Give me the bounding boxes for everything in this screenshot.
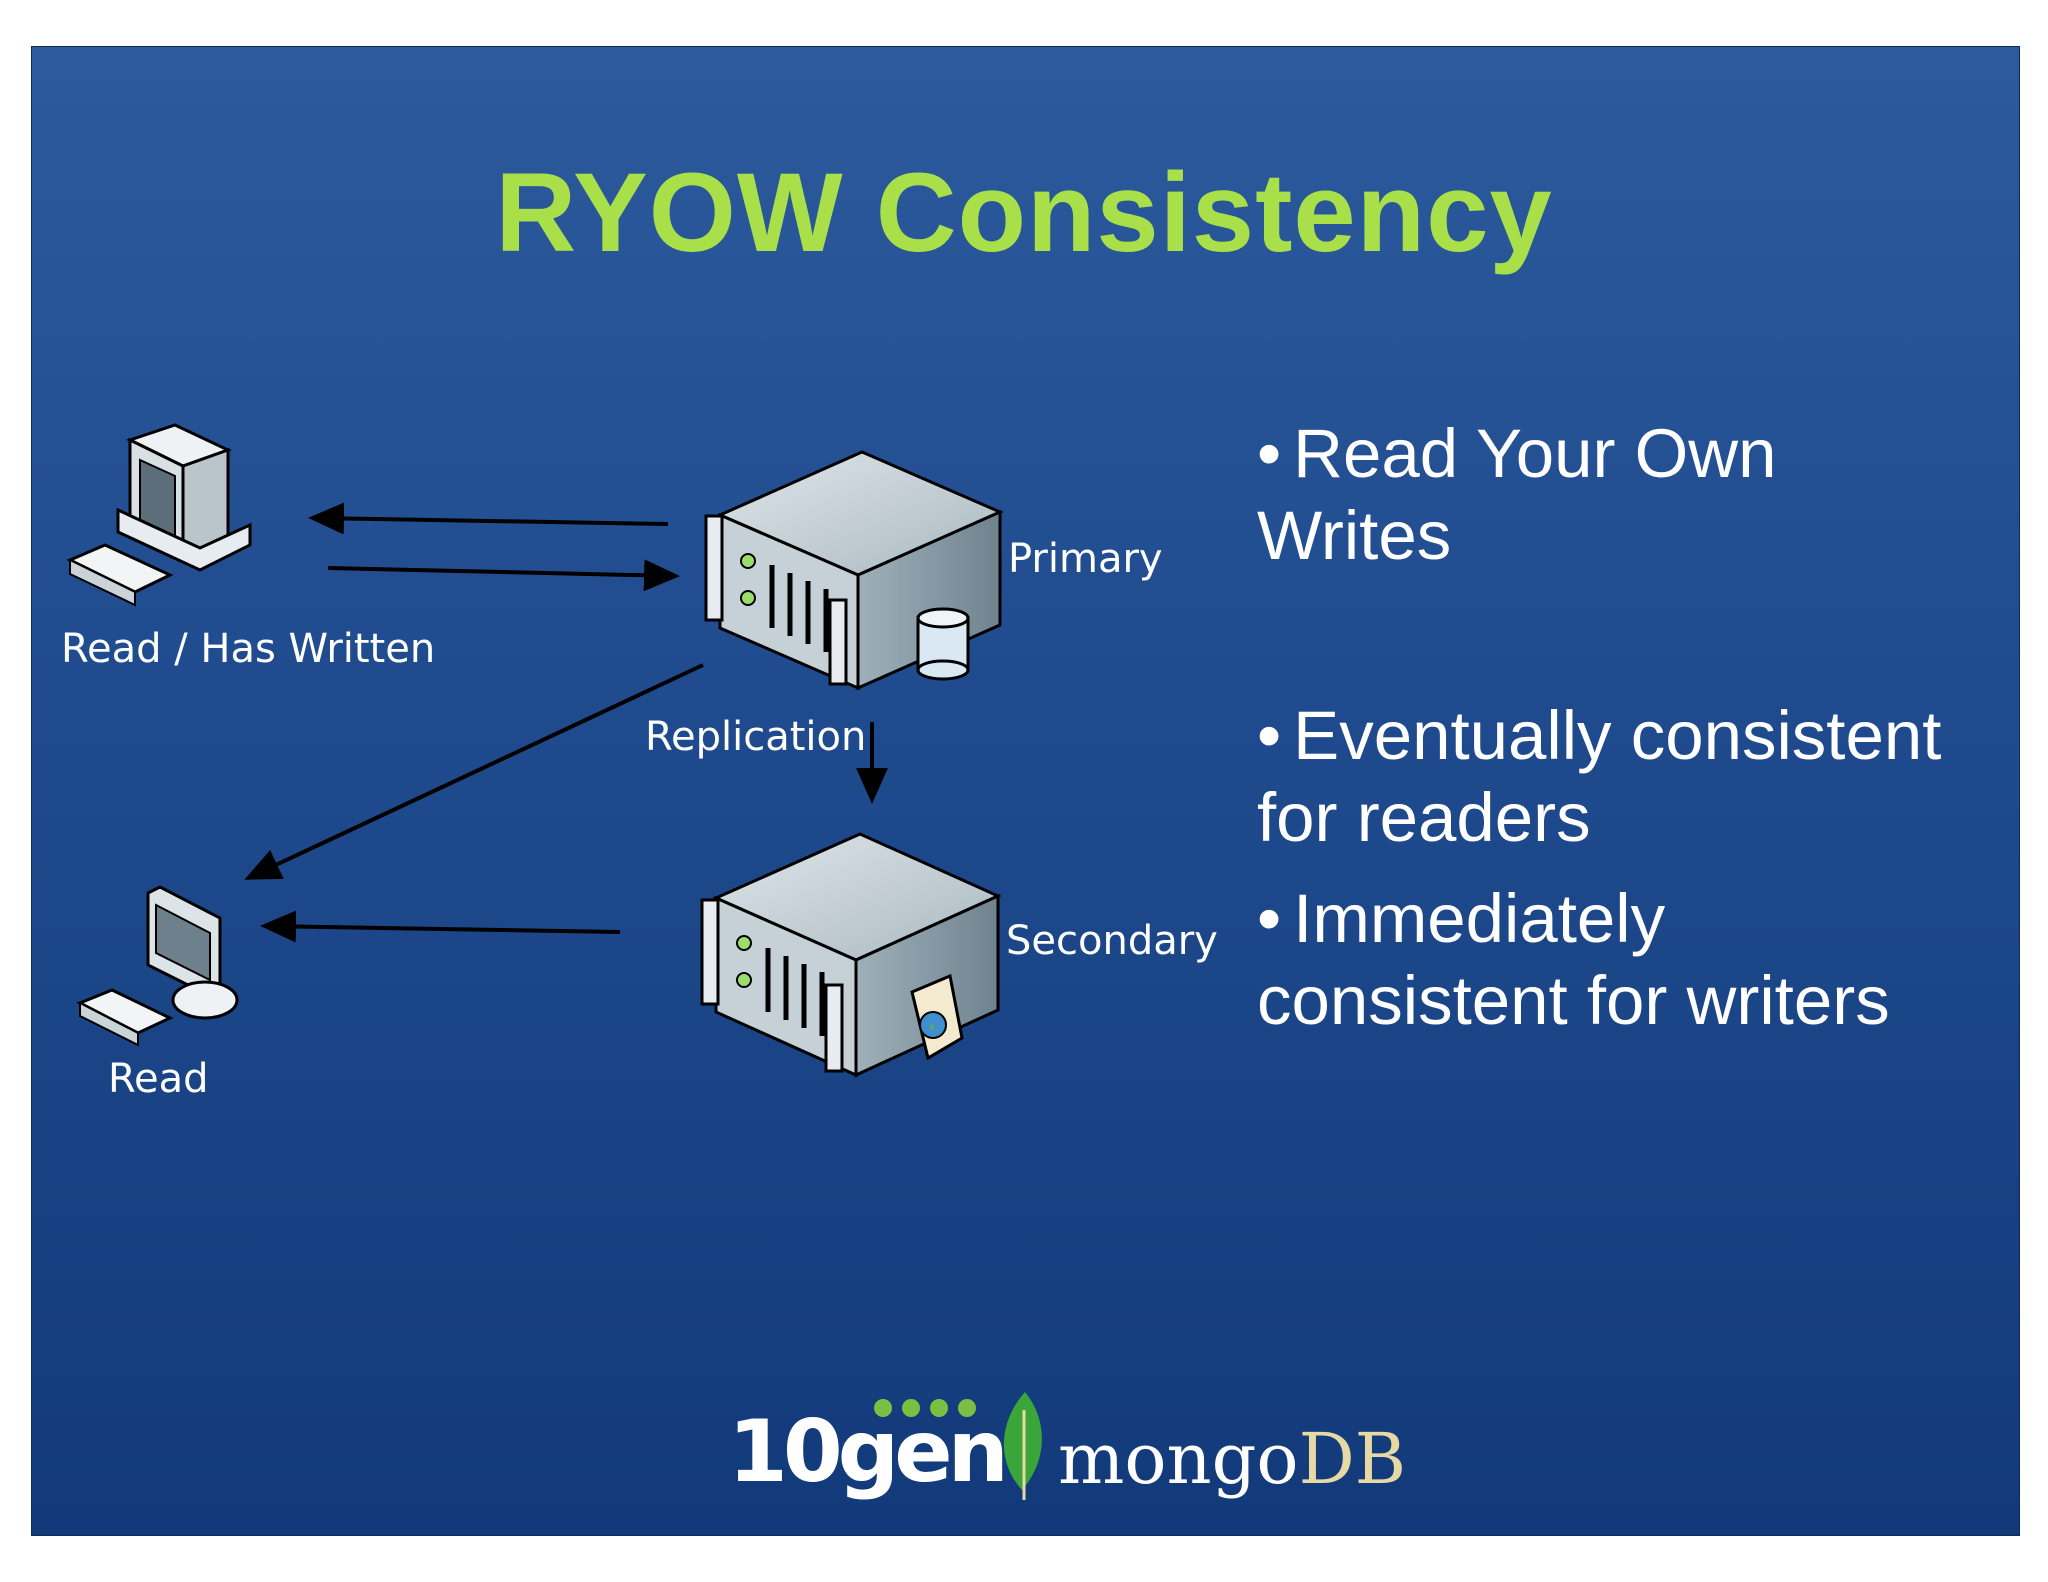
writer-client-label: Read / Has Written [61, 626, 436, 672]
arrow-secondary-to-reader [260, 910, 621, 943]
bullet-text: Read Your Own Writes [1257, 415, 1777, 574]
bullet-text: Eventually consistent for readers [1257, 697, 1942, 856]
secondary-label: Secondary [1006, 918, 1218, 964]
desktop-computer-icon [66, 423, 252, 607]
10gen-dots-icon [874, 1399, 976, 1417]
globe-document-icon [910, 973, 964, 1061]
bullet-item: •Immediately consistent for writers [1257, 878, 1977, 1042]
server-icon [704, 450, 1004, 691]
bullet-marker: • [1257, 697, 1282, 774]
reader-client-label: Read [108, 1056, 209, 1102]
mongodb-logo-db: DB [1298, 1418, 1407, 1500]
10gen-logo: 10gen [728, 1402, 1009, 1502]
database-cylinder-icon [916, 607, 970, 681]
primary-label: Primary [1008, 536, 1163, 582]
bullet-item: •Read Your Own Writes [1257, 413, 1977, 577]
slide-background [31, 46, 2020, 1536]
arrow-writer-to-primary [327, 559, 680, 592]
server-icon [700, 832, 1002, 1078]
replication-label: Replication [645, 714, 867, 760]
arrow-primary-to-writer [308, 502, 669, 535]
bullet-marker: • [1257, 880, 1282, 957]
bullet-item: •Eventually consistent for readers [1257, 695, 1977, 859]
mongodb-logo: mongoDB [1058, 1418, 1406, 1500]
arrow-primary-to-reader [244, 663, 704, 880]
mongodb-logo-mongo: mongo [1058, 1418, 1299, 1500]
bullet-marker: • [1257, 415, 1282, 492]
monitor-computer-icon [76, 885, 239, 1047]
slide-title: RYOW Consistency [495, 150, 1553, 275]
mongodb-leaf-icon [1003, 1392, 1042, 1500]
bullet-text: Immediately consistent for writers [1257, 880, 1890, 1039]
